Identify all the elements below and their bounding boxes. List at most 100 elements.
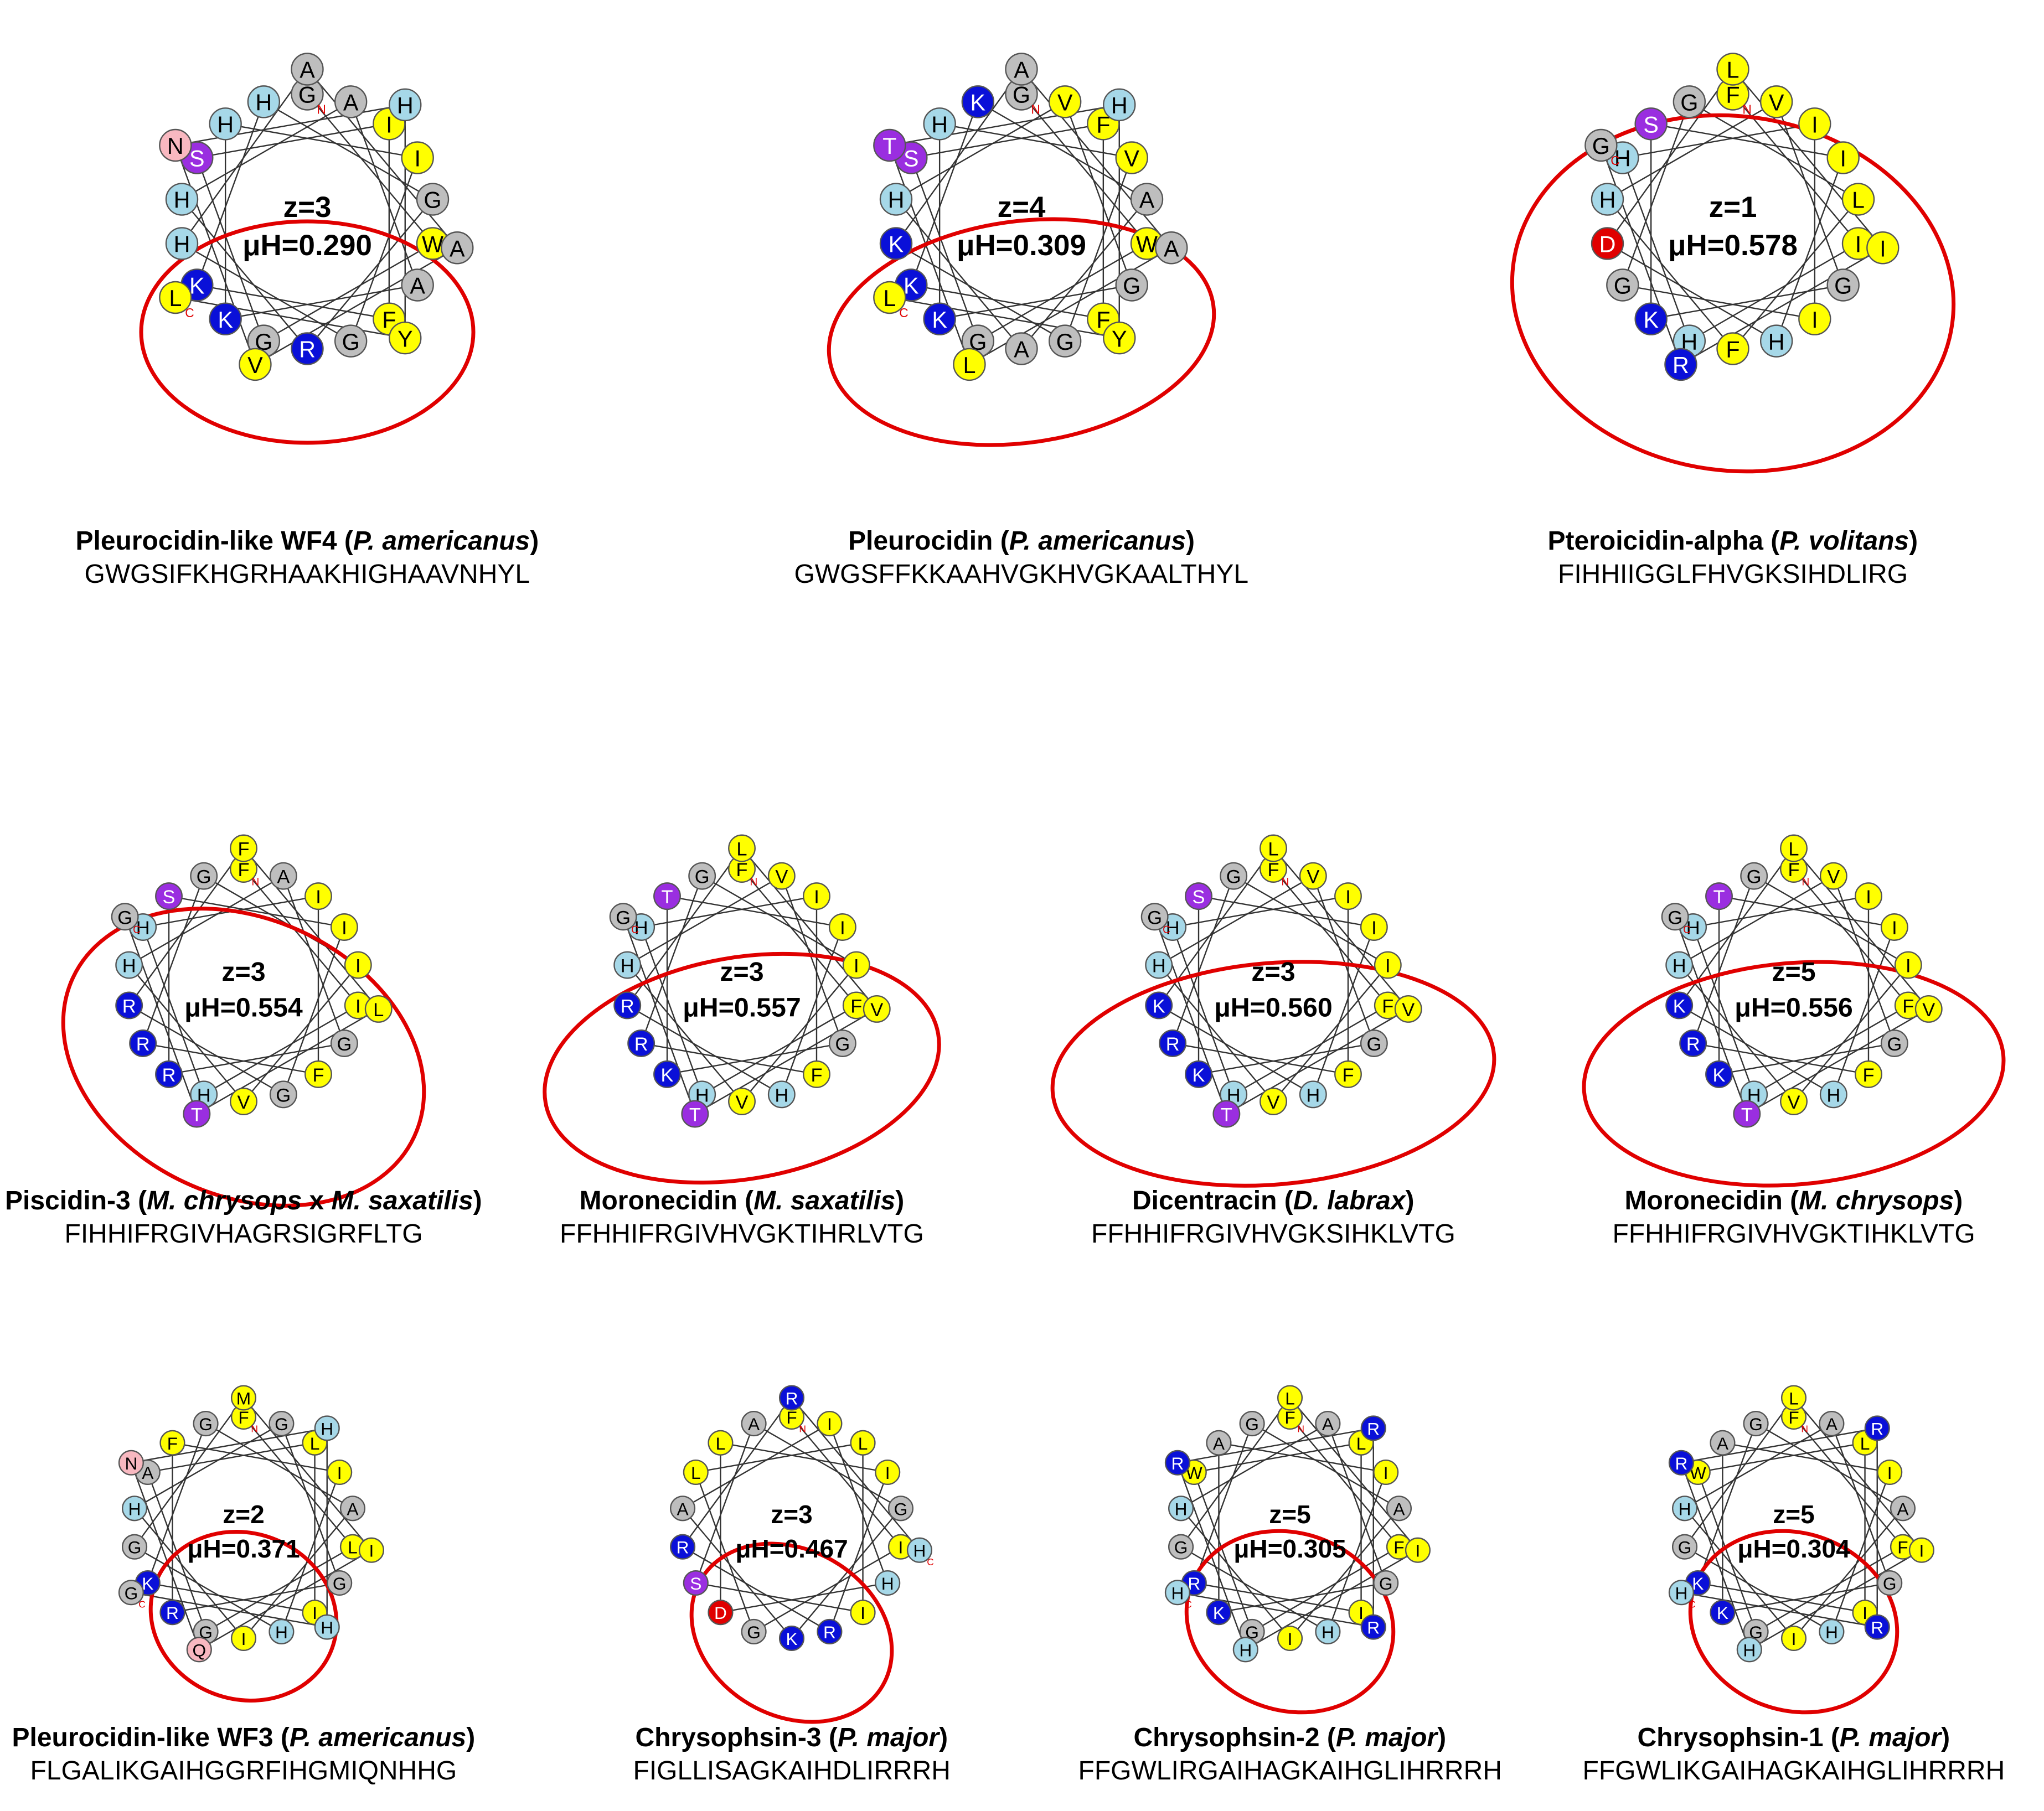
residue-A: A [1386, 1496, 1412, 1522]
wheel-connector [1289, 1416, 1400, 1548]
residue-label: I [1416, 1541, 1421, 1561]
hydrophobic-moment-label: μH=0.557 [683, 992, 801, 1022]
residue-circle [1819, 1411, 1845, 1437]
wheel-connector [1722, 1582, 1890, 1613]
residue-A: A [1005, 332, 1038, 365]
wheel-connector [168, 895, 345, 928]
residue-label: F [1726, 337, 1740, 363]
residue-label: L [1789, 1389, 1799, 1409]
residue-I: I [1908, 1537, 1934, 1563]
residue-V: V [1048, 85, 1082, 118]
residue-circle [1115, 141, 1148, 174]
wheel-connector [168, 1042, 345, 1075]
residue-label: R [1871, 1419, 1883, 1439]
residue-label: I [386, 112, 392, 137]
wheel-residues: FFGWLIRGAIHAGKAIHGLIHRRRH [1164, 1385, 1431, 1663]
residue-K: K [923, 302, 956, 335]
residue-label: L [310, 1434, 320, 1453]
residue-H: H [314, 1614, 340, 1640]
residue-circle [1634, 302, 1668, 335]
residue-label: H [621, 956, 634, 977]
residue-circle [842, 951, 870, 979]
residue-K: K [778, 1625, 805, 1652]
wheel-residues: FFHHIFRGIVHVGKTIHRLVTG [609, 834, 891, 1128]
residue-circle [741, 1411, 767, 1437]
residue-circle [1373, 1570, 1399, 1596]
wheel-connector [134, 1423, 282, 1509]
residue-label: N [125, 1453, 137, 1473]
residue-circle [159, 128, 192, 162]
wheel-connector [255, 247, 458, 365]
residue-label: R [634, 1034, 648, 1055]
residue-circle [159, 1430, 185, 1456]
residue-label: G [117, 907, 132, 928]
residue-circle [767, 1080, 796, 1109]
net-charge-label: z=3 [221, 957, 265, 987]
wheel-connector [128, 964, 244, 1102]
wheel-residues: FFGWLIKGAIHAGKAIHGLIHRRRH [1668, 1385, 1934, 1663]
residue-label: H [1673, 956, 1686, 977]
wheel-connector [895, 69, 1022, 244]
residue-label: S [904, 146, 919, 172]
residue-circle [887, 1496, 914, 1522]
residue-G: G [193, 1411, 219, 1437]
residue-label: V [1124, 146, 1139, 172]
residue-R: R [1360, 1415, 1386, 1441]
residue-circle [1048, 85, 1082, 118]
wheel-connector [1327, 1423, 1387, 1584]
residue-F: F [1374, 991, 1402, 1020]
residue-circle [879, 183, 913, 216]
residue-V: V [1819, 862, 1847, 890]
residue-H: H [767, 1080, 796, 1109]
residue-label: F [811, 1065, 822, 1086]
residue-circle [1914, 995, 1943, 1023]
residue-label: I [1288, 1629, 1293, 1649]
hydrophobic-moment-label: μH=0.371 [187, 1534, 300, 1563]
peptide-sequence: FLGALIKGAIHGGRFIHGMIQNHHG [30, 1756, 457, 1786]
residue-circle [1185, 882, 1212, 910]
wheel-connectors [130, 1397, 372, 1650]
residue-circle [1239, 1411, 1265, 1437]
residue-D: D [1591, 227, 1624, 260]
residue-I: I [1880, 913, 1908, 941]
residue-circle [1185, 1060, 1212, 1088]
wheel-connector [667, 895, 843, 928]
residue-T: T [1733, 1100, 1761, 1128]
residue-H: H [1665, 951, 1694, 979]
residue-label: L [1788, 839, 1799, 860]
wheel-connector [175, 104, 405, 146]
residue-G: G [1671, 1534, 1698, 1560]
wheel-connectors [124, 847, 379, 1115]
residue-circle [1155, 231, 1188, 265]
residue-circle [291, 332, 324, 365]
residue-H: H [1168, 1496, 1194, 1522]
residue-label: H [913, 1541, 926, 1561]
wheel-connector [1681, 1592, 1877, 1628]
residue-circle [1736, 1637, 1762, 1663]
residue-K: K [961, 85, 995, 118]
residue-I: I [1894, 951, 1922, 979]
residue-circle [1668, 1450, 1694, 1476]
n-terminus-marker: N [251, 1423, 258, 1434]
residue-circle [1716, 53, 1749, 86]
wheel-connector [1697, 1442, 1865, 1473]
residue-I: I [304, 882, 332, 910]
residue-label: K [142, 1574, 153, 1593]
residue-label: T [1221, 1105, 1232, 1126]
residue-circle [1780, 1625, 1807, 1652]
residue-K: K [1185, 1060, 1212, 1088]
wheel-connector [741, 868, 857, 1006]
residue-circle [1661, 903, 1689, 931]
residue-circle [961, 85, 995, 118]
residue-label: H [634, 918, 648, 939]
residue-circle [1315, 1411, 1341, 1437]
wheel-connector [622, 916, 696, 1114]
residue-circle [1103, 321, 1136, 355]
wheel-connector [1674, 916, 1748, 1114]
wheel-connector [1327, 1472, 1387, 1632]
residue-circle [669, 1496, 696, 1522]
residue-H: H [613, 951, 642, 979]
residue-circle [1606, 268, 1639, 302]
